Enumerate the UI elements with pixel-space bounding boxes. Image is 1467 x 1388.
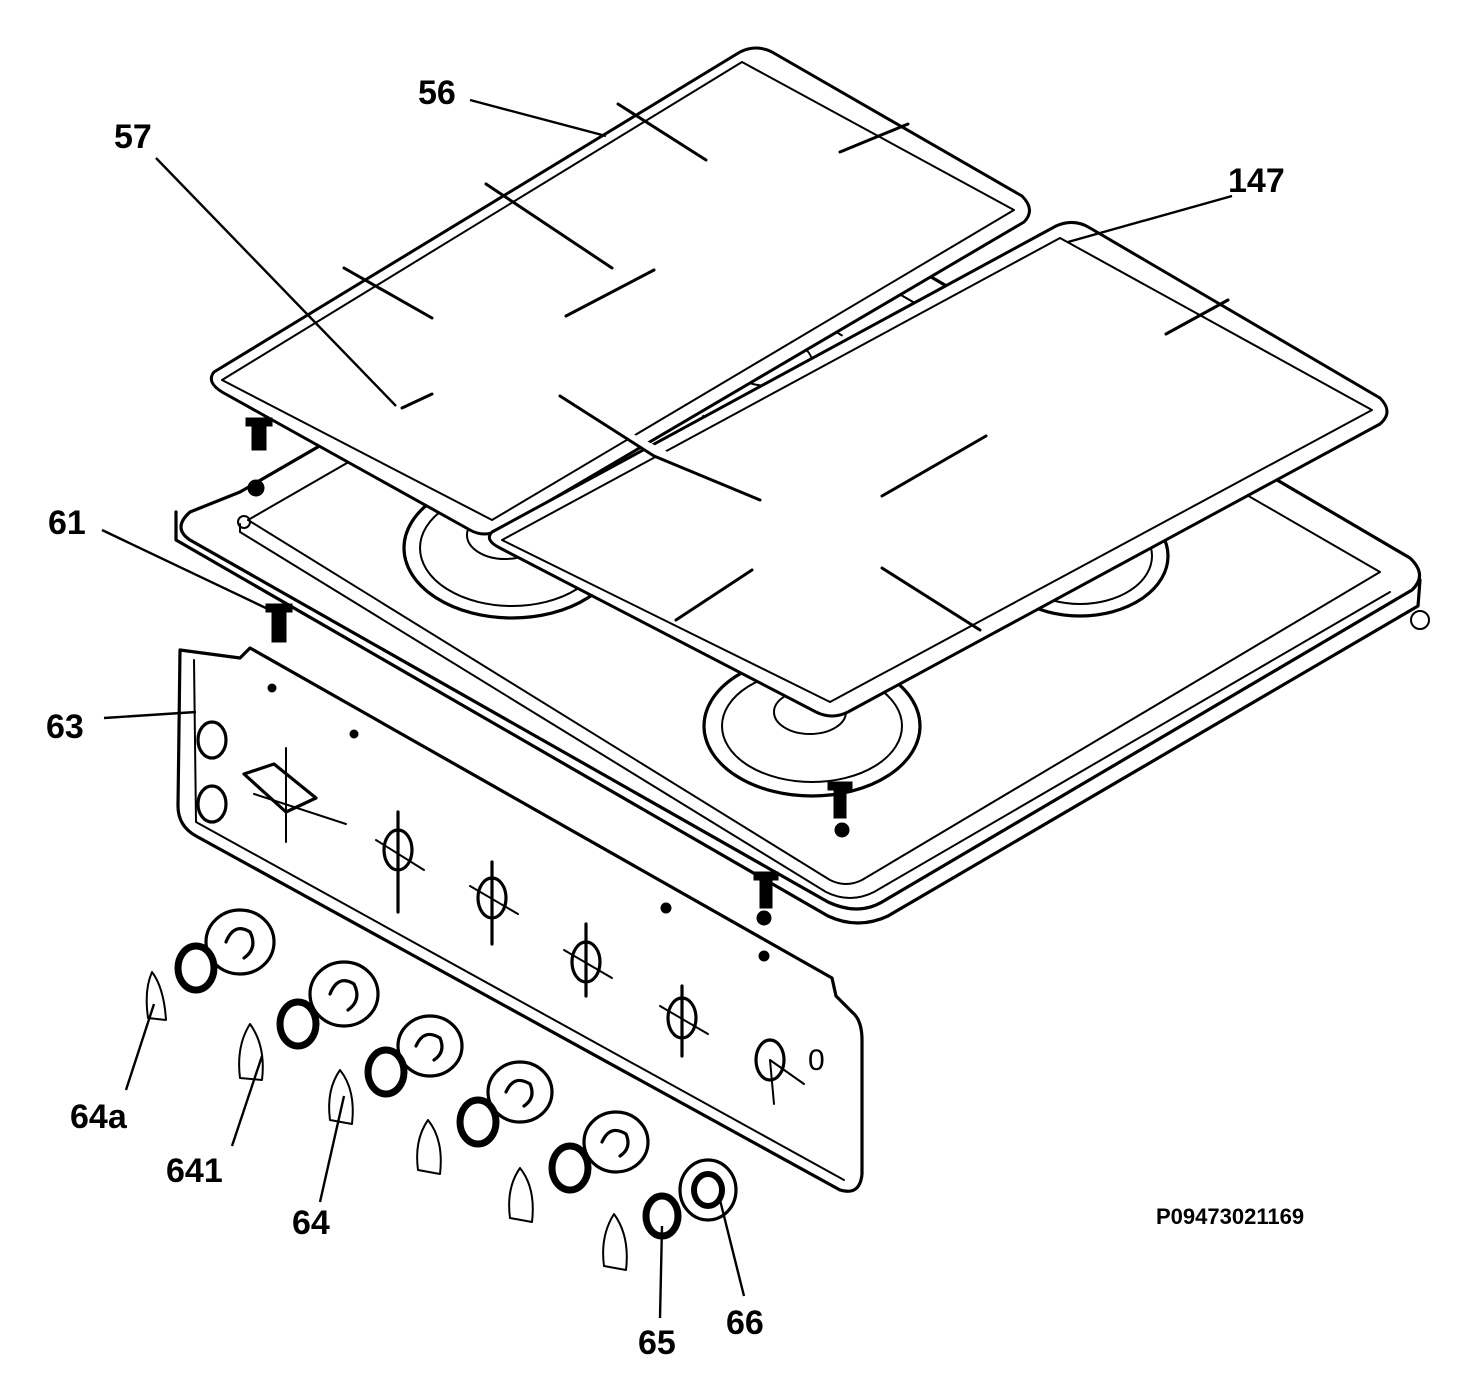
knob-set [145,908,738,1271]
callout-labels: 56 57 147 61 63 64a 641 64 65 66 P094730… [46,74,1304,1362]
knob-6 [602,1158,738,1271]
leader-lines [101,98,1233,1319]
callout-57: 57 [114,118,152,156]
callout-66: 66 [726,1304,764,1342]
callout-64: 64 [292,1204,330,1242]
knob-4 [416,1060,554,1175]
callout-641: 641 [166,1152,223,1190]
callout-65: 65 [638,1324,676,1362]
screw-61-rear [245,417,273,497]
pan-support-left [209,46,1031,536]
callout-64a: 64a [70,1098,128,1136]
callout-63: 63 [46,708,84,746]
bezel-66 [678,1158,738,1222]
knob-boss-3 [563,922,613,998]
drawing-code: P09473021169 [1156,1204,1304,1229]
screw-61-panel [753,871,779,926]
knob-64 [328,1014,464,1125]
knob-boss-2 [469,860,519,946]
knob-641 [238,960,380,1081]
callout-56: 56 [418,74,456,112]
knob-64a [145,908,276,1021]
knob-5 [508,1110,650,1223]
panel-marking: 0 [808,1044,825,1077]
knob-boss-5 [754,1038,805,1105]
callout-147: 147 [1228,162,1285,200]
knob-boss-4 [659,984,709,1058]
callout-61: 61 [48,504,86,542]
screw-61-mid [827,781,853,838]
knob-boss-1 [375,810,425,914]
screws [245,417,853,926]
pan-support-right [487,221,1389,718]
control-panel: 0 [176,646,864,1193]
